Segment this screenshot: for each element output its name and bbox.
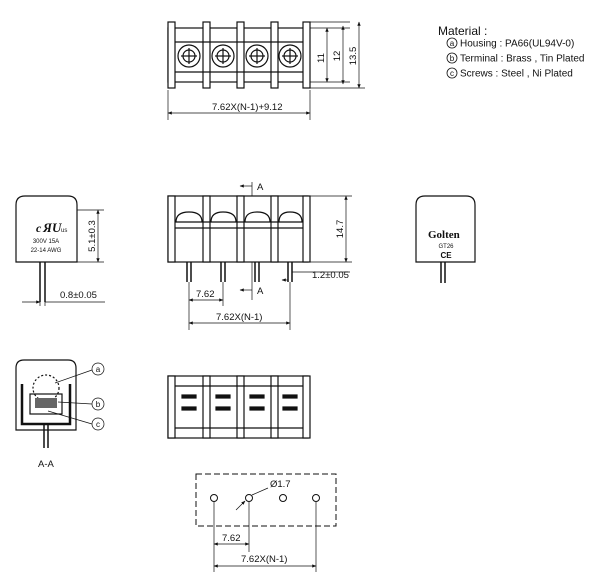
callout-a-icon	[91, 362, 105, 376]
svg-text:c: c	[96, 420, 100, 429]
pcb-dimensions	[213, 487, 317, 572]
top-barrier	[270, 21, 279, 89]
material-screws: Screws : Steel , Ni Plated	[460, 69, 573, 80]
pcb-hole	[245, 494, 253, 502]
callout-c-icon	[446, 67, 458, 79]
material-item-c: c Screws : Steel , Ni Plated	[446, 67, 573, 80]
dim-7-62-pcb: 7.62	[222, 533, 241, 544]
side-view-dimensions	[22, 209, 105, 306]
dim-7-62-front: 7.62	[196, 289, 215, 300]
rating-label: 300V 15A	[33, 239, 59, 245]
bottom-view	[167, 375, 311, 439]
svg-text:c: c	[450, 69, 454, 78]
screw-dome-icon	[175, 211, 203, 223]
side-view	[15, 195, 78, 302]
top-barrier	[236, 21, 245, 89]
pcb-hole	[279, 494, 287, 502]
pcb-hole	[312, 494, 320, 502]
ce-mark-icon: CE	[440, 251, 452, 260]
screw-head-icon	[177, 44, 201, 68]
dim-0-8: 0.8±0.05	[60, 290, 97, 301]
dim-11: 11	[316, 53, 327, 63]
svg-text:b: b	[450, 54, 455, 63]
top-barrier	[167, 21, 176, 89]
pcb-hole	[210, 494, 218, 502]
section-label: A-A	[38, 459, 55, 470]
dim-13-5: 13.5	[348, 47, 359, 66]
callout-b-icon	[91, 397, 105, 411]
pcb-layout	[195, 473, 337, 527]
front-view-dimensions	[188, 182, 352, 330]
dim-5-1: 5.1±0.3	[87, 220, 98, 252]
section-view	[15, 359, 77, 448]
material-housing: Housing : PA66(UL94V-0)	[460, 39, 574, 50]
material-title: Material :	[438, 24, 487, 38]
material-legend: Material : a Housing : PA66(UL94V-0) b T…	[438, 24, 585, 80]
svg-text:a: a	[96, 365, 101, 374]
top-view	[167, 21, 311, 89]
end-view	[415, 195, 476, 283]
svg-text:ЯU: ЯU	[42, 220, 62, 235]
dim-pitch-front: 7.62X(N-1)	[216, 312, 262, 323]
dim-12: 12	[332, 51, 343, 62]
top-barrier	[302, 21, 311, 89]
section-marker-top: A	[257, 182, 264, 193]
front-barrier	[236, 195, 245, 263]
dim-1-2: 1.2±0.05	[312, 270, 349, 281]
material-item-b: b Terminal : Brass , Tin Plated	[446, 52, 585, 65]
screw-dome-icon	[244, 211, 271, 223]
top-barrier	[202, 21, 211, 89]
svg-text:us: us	[61, 228, 67, 234]
section-terminal	[20, 384, 72, 426]
section-leaders	[47, 362, 105, 431]
material-terminal: Terminal : Brass , Tin Plated	[460, 54, 585, 65]
screw-dome-icon	[210, 211, 237, 223]
dim-pitch-pcb: 7.62X(N-1)	[241, 554, 287, 565]
front-barrier	[167, 195, 176, 263]
callout-b-icon	[446, 52, 458, 64]
awg-label: 22-14 AWG	[31, 248, 62, 254]
callout-a-icon	[446, 37, 458, 49]
front-barrier	[302, 195, 311, 263]
model-label: GT26	[438, 244, 454, 250]
front-view	[167, 195, 311, 282]
front-barrier	[270, 195, 279, 263]
material-item-a: a Housing : PA66(UL94V-0)	[446, 37, 574, 50]
section-marker-bottom: A	[257, 286, 264, 297]
end-housing-outline	[415, 195, 476, 263]
callout-c-icon	[91, 417, 105, 431]
screw-head-icon	[211, 44, 235, 68]
side-housing-outline	[15, 195, 78, 263]
screw-head-icon	[278, 44, 302, 68]
screw-head-icon	[245, 44, 269, 68]
section-housing-outline	[15, 359, 77, 431]
dim-14-7: 14.7	[335, 220, 346, 239]
svg-text:a: a	[450, 39, 455, 48]
section-clamp	[29, 393, 63, 415]
brand-logo: Golten	[428, 229, 460, 241]
top-view-dimensions	[167, 21, 365, 120]
svg-text:c: c	[36, 221, 42, 235]
front-barrier	[202, 195, 211, 263]
dim-hole-diameter: Ø1.7	[270, 479, 291, 490]
screw-dome-icon	[278, 211, 303, 223]
svg-text:b: b	[96, 400, 101, 409]
section-clamp-fill	[35, 398, 57, 408]
dim-top-width: 7.62X(N-1)+9.12	[212, 102, 283, 113]
ul-logo: c ЯU us	[36, 220, 67, 235]
pcb-outline	[195, 473, 337, 527]
